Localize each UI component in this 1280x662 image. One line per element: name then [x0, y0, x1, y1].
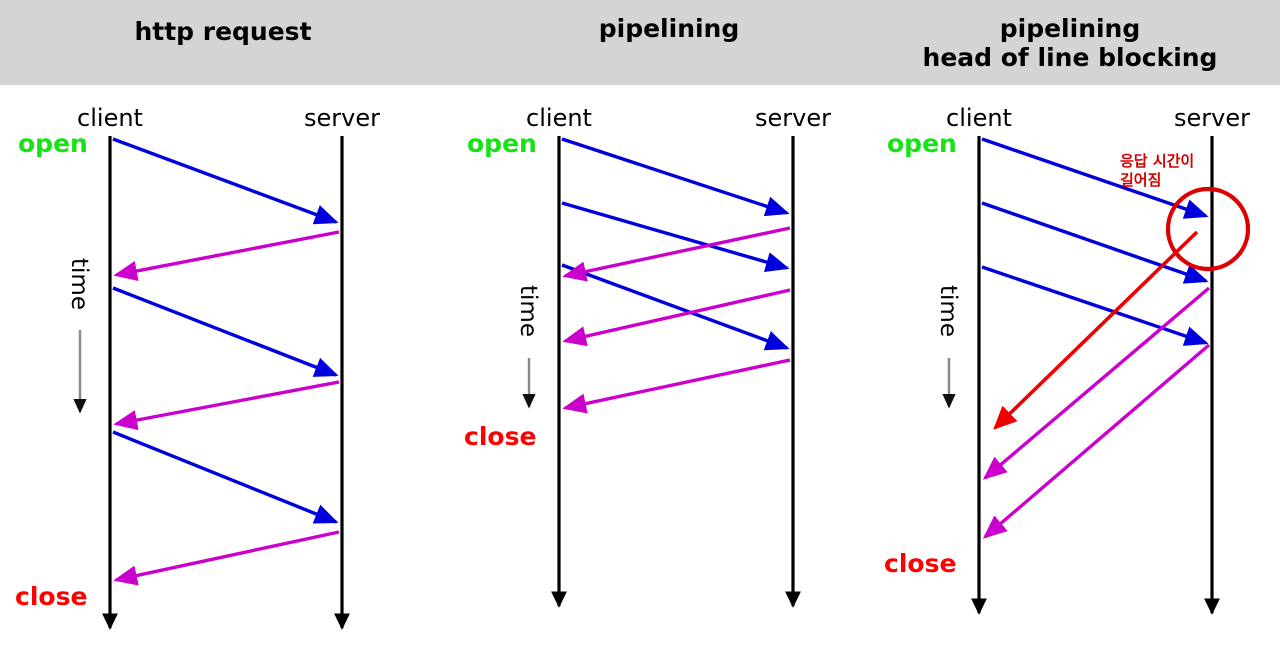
header-band: [0, 0, 1280, 85]
delayed-response-arrow: [993, 230, 1199, 430]
close-label-1: close: [464, 422, 537, 451]
response-arrow-1: [113, 230, 340, 282]
server-label-2: server: [1174, 104, 1250, 132]
open-label-1: open: [467, 129, 537, 158]
client-label-1: client: [526, 104, 592, 132]
request-arrow-3: [561, 263, 790, 351]
request-arrow-3: [981, 265, 1209, 346]
time-axis-label-0: time: [66, 258, 92, 310]
request-arrow-1: [112, 137, 339, 225]
request-arrow-1: [981, 137, 1209, 219]
close-label-0: close: [15, 582, 88, 611]
request-arrow-2: [112, 286, 339, 377]
response-arrow-2: [562, 288, 791, 347]
response-arrow-2: [982, 343, 1211, 539]
server-label-1: server: [755, 104, 831, 132]
panel-title-http-request: http request: [134, 17, 312, 46]
request-arrow-2: [561, 201, 790, 272]
response-arrow-1: [562, 226, 791, 282]
response-arrow-1: [982, 286, 1211, 480]
request-arrow-3: [112, 430, 339, 524]
time-axis-label-2: time: [935, 285, 961, 337]
close-label-2: close: [884, 549, 957, 578]
panel-pipelining: [522, 136, 801, 608]
response-arrow-2: [113, 380, 340, 431]
response-arrow-3: [562, 358, 791, 414]
panel-title-pipelining-hol-blocking: pipelining head of line blocking: [922, 14, 1218, 72]
open-label-2: open: [887, 129, 957, 158]
client-label-2: client: [946, 104, 1012, 132]
time-axis-label-1: time: [515, 285, 541, 337]
panel-title-pipelining: pipelining: [598, 14, 740, 43]
request-arrow-2: [981, 201, 1209, 284]
server-label-0: server: [304, 104, 380, 132]
request-arrow-1: [561, 137, 790, 217]
highlight-circle-icon: [1165, 186, 1251, 272]
panel-pipelining-head-of-line-blocking: [942, 136, 1251, 615]
client-label-0: client: [77, 104, 143, 132]
open-label-0: open: [18, 129, 88, 158]
response-arrow-3: [113, 530, 340, 586]
panel-http-request: [73, 136, 350, 630]
response-delay-note: 응답 시간이 길어짐: [1120, 152, 1195, 189]
